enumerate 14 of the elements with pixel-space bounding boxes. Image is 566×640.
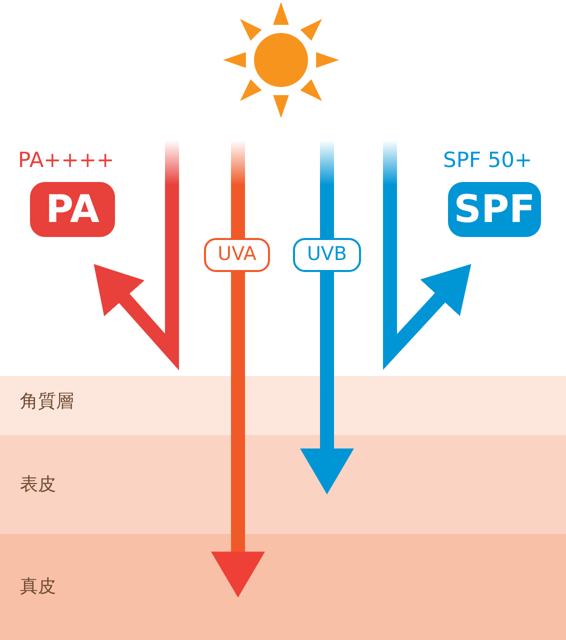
rating-badge: PA [30, 182, 115, 237]
layer-label: 真皮 [20, 576, 56, 598]
layer-label: 角質層 [20, 390, 74, 412]
edge-label: UVA [204, 238, 270, 272]
skin-layer-band [0, 435, 566, 534]
skin-layer-band [0, 534, 566, 640]
rating-text: PA++++ [18, 148, 114, 172]
edge-label: UVB [293, 238, 361, 272]
rating-text: SPF 50+ [443, 148, 532, 172]
ray-arrow [300, 140, 354, 494]
rating-badge: SPF [448, 182, 541, 237]
layer-label: 表皮 [20, 474, 56, 496]
skin-layer-band [0, 376, 566, 435]
ray-arrow [211, 140, 265, 598]
